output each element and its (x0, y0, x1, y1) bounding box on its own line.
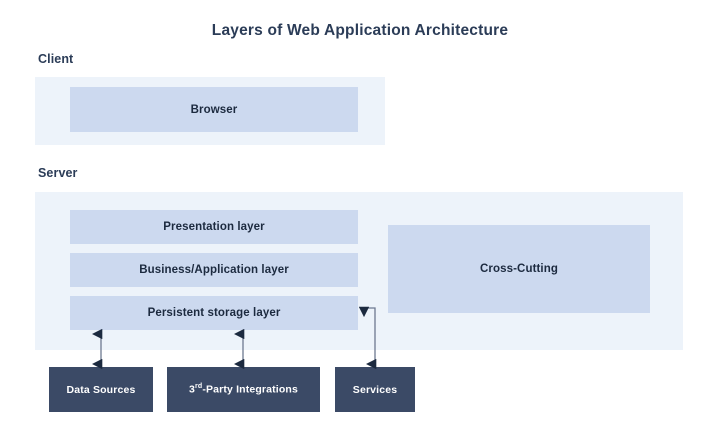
third-party-prefix: 3 (189, 383, 196, 396)
section-label-client: Client (38, 52, 74, 66)
external-box-data-sources[interactable]: Data Sources (49, 367, 153, 412)
third-party-suffix: -Party Integrations (202, 383, 298, 396)
layer-business-application[interactable]: Business/Application layer (70, 253, 358, 287)
page-title: Layers of Web Application Architecture (211, 22, 509, 39)
layer-persistent-storage[interactable]: Persistent storage layer (70, 296, 358, 330)
external-box-third-party-integrations[interactable]: 3rd-Party Integrations (167, 367, 320, 412)
browser-box[interactable]: Browser (70, 87, 358, 132)
cross-cutting-box[interactable]: Cross-Cutting (388, 225, 650, 313)
section-label-server: Server (38, 166, 78, 180)
external-box-services[interactable]: Services (335, 367, 415, 412)
layer-presentation[interactable]: Presentation layer (70, 210, 358, 244)
third-party-label: 3rd-Party Integrations (189, 383, 298, 396)
third-party-superscript: rd (195, 383, 203, 391)
